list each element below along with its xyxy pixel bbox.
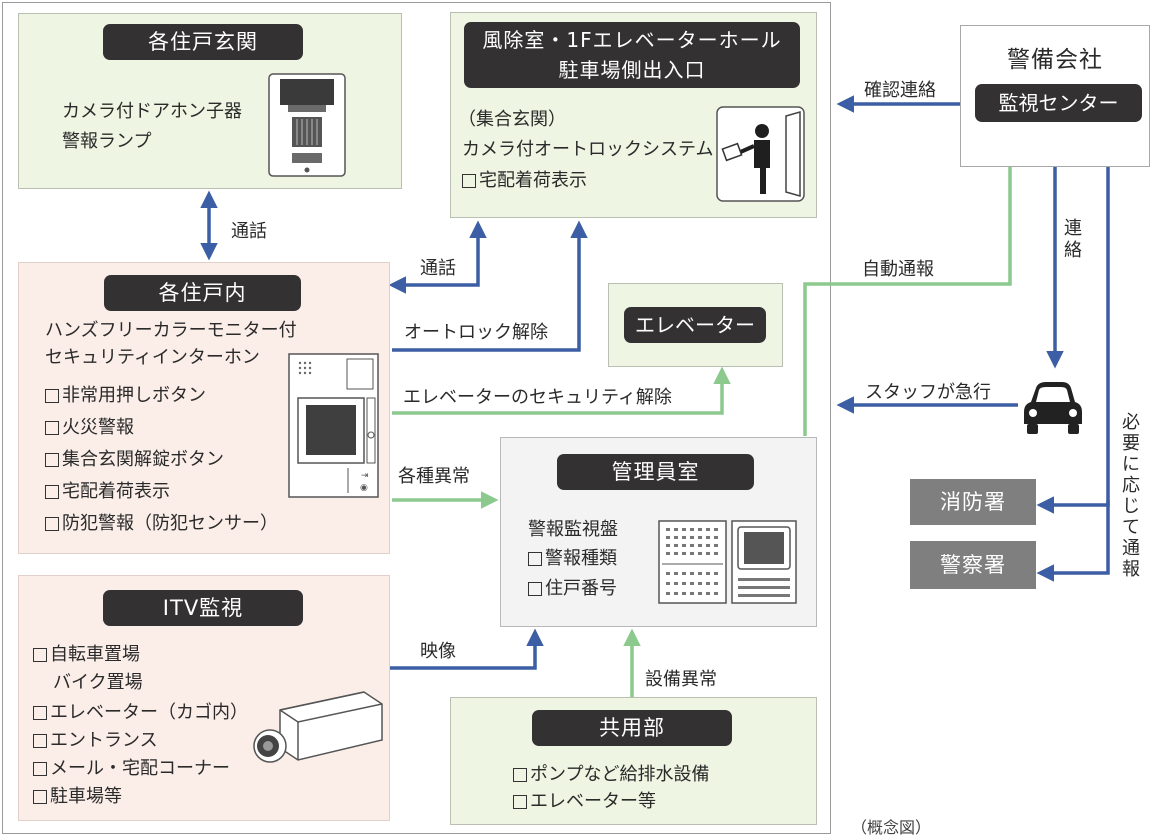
door-intercom-icon	[268, 73, 346, 177]
arrow-autolock	[392, 220, 588, 352]
monitoring-center: 監視センター	[975, 84, 1142, 122]
common-title: 共用部	[532, 710, 732, 746]
entrance-item-2: 警報ランプ	[62, 131, 152, 152]
unit-line-1: ハンズフリーカラーモニター付	[45, 320, 297, 341]
itv-item-3: エレベーター（カゴ内）	[33, 700, 248, 726]
lobby-subtitle: （集合玄関）	[458, 109, 566, 130]
cctv-camera-icon	[250, 690, 386, 770]
entrance-title: 各住戸玄関	[103, 24, 303, 60]
label-confirm: 確認連絡	[864, 80, 936, 101]
arrow-video	[390, 628, 544, 670]
unit-check-2: 火災警報	[45, 415, 134, 441]
manager-item-1: 警報監視盤	[528, 519, 618, 540]
unit-check-5: 防犯警報（防犯センサー）	[45, 511, 278, 537]
arrow-unit-lobby-call	[388, 220, 487, 294]
manager-check-2: 住戸番号	[528, 576, 617, 602]
label-report: 必要に応じて通報	[1122, 412, 1140, 580]
elevator-title: エレベーター	[624, 307, 766, 343]
unit-line-2: セキュリティインターホン	[45, 347, 260, 368]
manager-check-1: 警報種類	[528, 546, 617, 572]
note: （概念図）	[851, 818, 932, 837]
lobby-item-1: カメラ付オートロックシステム	[462, 139, 714, 160]
itv-title: ITV監視	[103, 590, 303, 626]
svg-text:⇥: ⇥	[361, 471, 369, 481]
lobby-title: 風除室・1Fエレベーターホール 駐車場側出入口	[464, 22, 800, 88]
label-staff: スタッフが急行	[865, 382, 991, 403]
label-contact: 連絡	[1064, 218, 1082, 261]
itv-item-6: 駐車場等	[33, 784, 122, 810]
label-equipment: 設備異常	[645, 669, 717, 690]
arrow-report-fire	[1036, 122, 1110, 514]
label-video: 映像	[420, 641, 456, 662]
common-check-1: ポンプなど給排水設備	[513, 762, 709, 788]
lobby-title-line1: 風除室・1Fエレベーターホール	[482, 28, 782, 52]
label-call-2: 通話	[420, 258, 456, 279]
security-title: 警備会社	[1007, 47, 1103, 73]
unit-check-3: 集合玄関解錠ボタン	[45, 447, 224, 473]
itv-item-2: バイク置場	[53, 672, 143, 693]
common-check-2: エレベーター等	[513, 789, 656, 815]
car-icon	[1022, 380, 1084, 436]
police-station: 警察署	[910, 541, 1036, 589]
alarm-panel-icon	[658, 520, 798, 604]
label-autolock: オートロック解除	[404, 322, 548, 343]
label-alarms: 各種異常	[398, 466, 470, 487]
svg-text:◉: ◉	[360, 483, 368, 493]
autolock-panel-icon	[716, 106, 805, 202]
arrow-auto-report	[803, 126, 1019, 436]
unit-check-4: 宅配着荷表示	[45, 479, 170, 505]
itv-item-4: エントランス	[33, 728, 158, 754]
fire-station: 消防署	[910, 479, 1036, 525]
lobby-item-2: 宅配着荷表示	[462, 168, 587, 194]
intercom-monitor-icon: ⇥ ◉	[288, 353, 379, 498]
arrow-elevator-release	[392, 366, 731, 415]
arrow-report-police	[1036, 500, 1110, 582]
lobby-title-line2: 駐車場側出入口	[558, 58, 706, 82]
label-auto-report: 自動通報	[862, 259, 934, 280]
diagram-frame	[2, 2, 831, 834]
itv-item-5: メール・宅配コーナー	[33, 756, 230, 782]
unit-title: 各住戸内	[104, 275, 301, 311]
manager-title: 管理員室	[557, 454, 754, 490]
label-elevator-release: エレベーターのセキュリティ解除	[403, 387, 672, 408]
label-call-1: 通話	[231, 221, 267, 242]
unit-check-1: 非常用押しボタン	[45, 383, 206, 409]
itv-item-1: 自転車置場	[33, 642, 140, 668]
entrance-item-1: カメラ付ドアホン子器	[62, 101, 242, 122]
